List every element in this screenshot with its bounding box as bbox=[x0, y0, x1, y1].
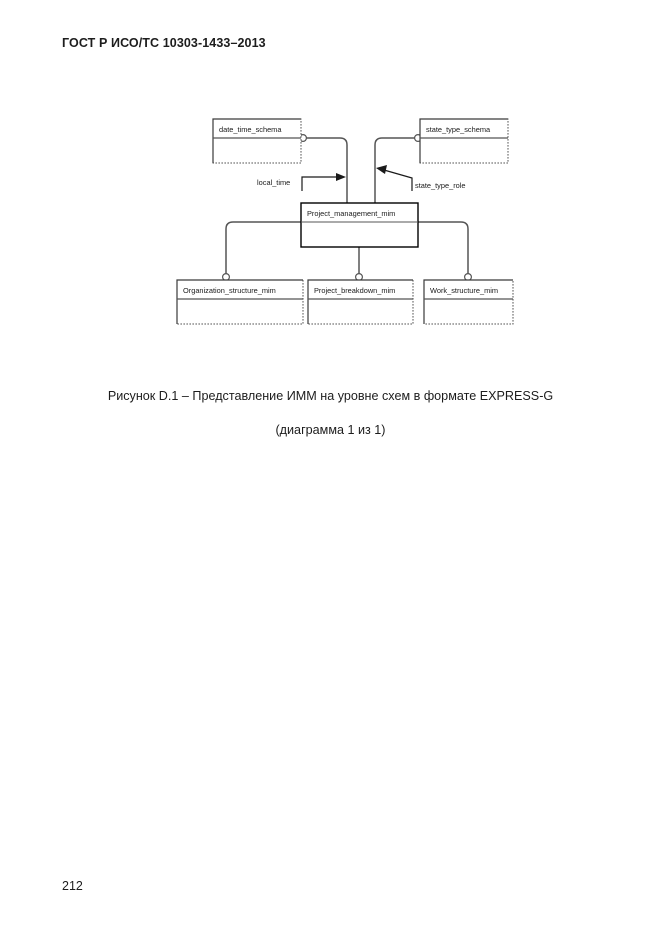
edge-state-type-role-label: state_type_role bbox=[415, 181, 466, 190]
figure-caption-sub: (диаграмма 1 из 1) bbox=[275, 423, 386, 437]
node-project-management-mim-frame bbox=[300, 202, 419, 248]
edge-state-type-role: state_type_role bbox=[376, 165, 466, 191]
node-project-breakdown-mim-frame bbox=[307, 279, 414, 325]
edge-state-type-role-arrowhead bbox=[376, 165, 387, 174]
node-organization-structure-mim[interactable]: Organization_structure_mim bbox=[176, 279, 304, 325]
node-date-time-schema-label: date_time_schema bbox=[219, 125, 282, 134]
node-state-type-schema-label: state_type_schema bbox=[426, 125, 491, 134]
node-organization-structure-mim-solid-edge bbox=[176, 279, 303, 324]
node-work-structure-mim[interactable]: Work_structure_mim bbox=[423, 279, 514, 325]
connector-to-work-structure bbox=[418, 221, 469, 276]
node-date-time-schema-solid-edge bbox=[212, 118, 301, 163]
edge-local-time-label: local_time bbox=[257, 178, 290, 187]
node-project-breakdown-mim[interactable]: Project_breakdown_mim bbox=[307, 279, 414, 325]
edge-local-time-arrowhead bbox=[336, 173, 346, 181]
connector-to-organization bbox=[225, 221, 301, 276]
node-organization-structure-mim-label: Organization_structure_mim bbox=[183, 286, 276, 295]
express-g-diagram: date_time_schema state_type_schema local… bbox=[176, 118, 514, 325]
connector-state-type-role bbox=[374, 137, 415, 203]
circle-work-structure-mim bbox=[464, 273, 473, 282]
figure-caption-main: Рисунок D.1 – Представление ИММ на уровн… bbox=[107, 389, 554, 403]
node-project-management-mim-label: Project_management_mim bbox=[307, 209, 395, 218]
node-project-management-mim[interactable]: Project_management_mim bbox=[300, 202, 419, 248]
node-project-breakdown-mim-label: Project_breakdown_mim bbox=[314, 286, 395, 295]
circle-project-breakdown-mim bbox=[355, 273, 364, 282]
edge-local-time-bracket bbox=[301, 176, 340, 191]
node-state-type-schema-solid-edge bbox=[419, 118, 508, 163]
figure-express-g: date_time_schema state_type_schema local… bbox=[0, 105, 661, 350]
circle-organization-structure-mim bbox=[222, 273, 231, 282]
node-date-time-schema[interactable]: date_time_schema bbox=[212, 118, 302, 164]
node-date-time-schema-frame bbox=[212, 118, 302, 164]
node-work-structure-mim-label: Work_structure_mim bbox=[430, 286, 498, 295]
page-header: ГОСТ Р ИСО/ТС 10303-1433–2013 bbox=[62, 36, 266, 50]
page-number: 212 bbox=[62, 879, 83, 893]
node-state-type-schema[interactable]: state_type_schema bbox=[419, 118, 509, 164]
diagram-connectors bbox=[225, 137, 469, 276]
node-state-type-schema-frame bbox=[419, 118, 509, 164]
node-organization-structure-mim-frame bbox=[176, 279, 304, 325]
node-work-structure-mim-solid-edge bbox=[423, 279, 513, 324]
edge-local-time: local_time bbox=[257, 173, 346, 191]
node-work-structure-mim-frame bbox=[423, 279, 514, 325]
node-project-breakdown-mim-solid-edge bbox=[307, 279, 413, 324]
edge-state-type-role-leader bbox=[383, 169, 413, 191]
connector-local-time bbox=[306, 137, 348, 203]
